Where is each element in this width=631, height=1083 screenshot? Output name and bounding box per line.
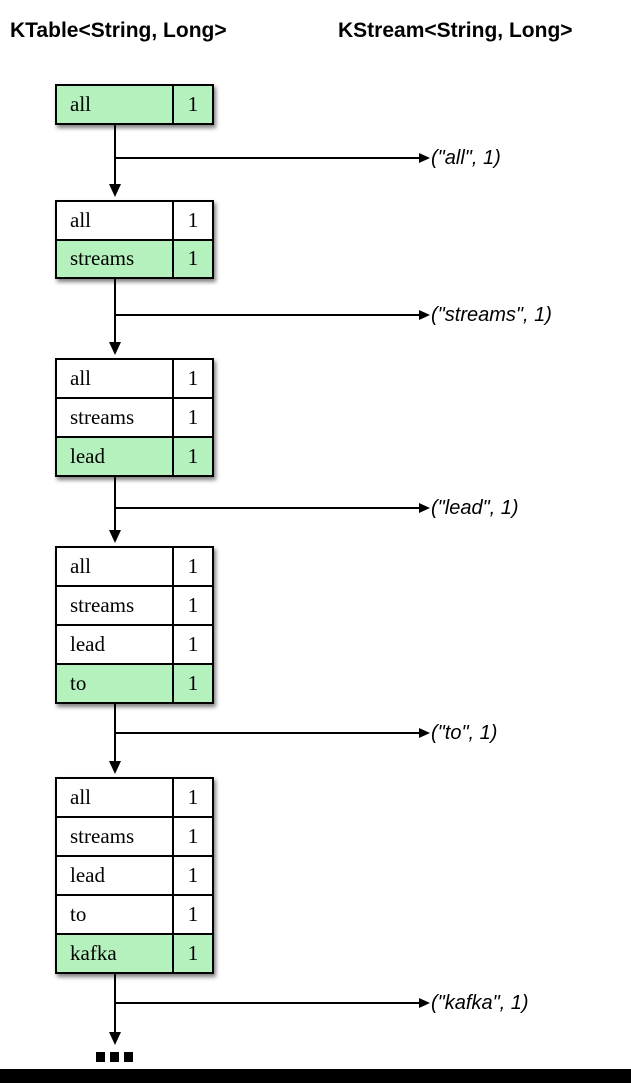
table-row: streams 1 — [57, 585, 212, 624]
stream-event-label: ("all", 1) — [431, 147, 501, 169]
table-row: lead 1 — [57, 624, 212, 663]
row-key: all — [70, 554, 91, 578]
down-arrow-line — [114, 477, 116, 530]
state-table-5: all 1 streams 1 lead 1 to 1 kafka 1 — [55, 777, 214, 974]
ellipsis-dot — [110, 1052, 119, 1062]
row-value: 1 — [172, 360, 212, 397]
table-row: streams 1 — [57, 397, 212, 436]
row-value: 1 — [172, 202, 212, 239]
row-key: streams — [70, 824, 135, 848]
right-arrow-head-icon — [419, 728, 430, 738]
row-key: streams — [70, 593, 135, 617]
row-value: 1 — [172, 665, 212, 702]
row-value: 1 — [172, 399, 212, 436]
stream-arrow-line — [115, 1002, 420, 1004]
row-value: 1 — [172, 896, 212, 933]
table-row: kafka 1 — [57, 933, 212, 972]
row-value: 1 — [172, 86, 212, 123]
right-arrow-head-icon — [419, 310, 430, 320]
table-row: all 1 — [57, 779, 212, 816]
row-key: kafka — [70, 941, 117, 965]
row-value: 1 — [172, 240, 212, 277]
stream-arrow-line — [115, 314, 420, 316]
table-row: lead 1 — [57, 855, 212, 894]
down-arrow-head-icon — [109, 1032, 121, 1045]
state-table-1: all 1 — [55, 84, 214, 125]
table-row: all 1 — [57, 548, 212, 585]
row-key: all — [70, 366, 91, 390]
row-key: lead — [70, 444, 105, 468]
right-arrow-head-icon — [419, 153, 430, 163]
table-row: all 1 — [57, 360, 212, 397]
down-arrow-head-icon — [109, 530, 121, 543]
row-key: all — [70, 92, 91, 116]
state-table-2: all 1 streams 1 — [55, 200, 214, 279]
stream-event-label: ("streams", 1) — [431, 304, 552, 326]
row-key: streams — [70, 405, 135, 429]
down-arrow-head-icon — [109, 761, 121, 774]
down-arrow-line — [114, 279, 116, 342]
row-key: all — [70, 785, 91, 809]
table-row: streams 1 — [57, 816, 212, 855]
table-row: all 1 — [57, 202, 212, 239]
row-value: 1 — [172, 818, 212, 855]
ktable-header: KTable<String, Long> — [10, 19, 227, 42]
stream-arrow-line — [115, 507, 420, 509]
table-row: to 1 — [57, 663, 212, 702]
row-value: 1 — [172, 587, 212, 624]
stream-event-label: ("kafka", 1) — [431, 992, 529, 1014]
table-row: to 1 — [57, 894, 212, 933]
down-arrow-head-icon — [109, 342, 121, 355]
ellipsis-dot — [124, 1052, 133, 1062]
table-row: streams 1 — [57, 238, 212, 277]
row-value: 1 — [172, 935, 212, 972]
stream-event-label: ("lead", 1) — [431, 497, 519, 519]
row-value: 1 — [172, 779, 212, 816]
right-arrow-head-icon — [419, 503, 430, 513]
table-row: all 1 — [57, 86, 212, 123]
state-table-4: all 1 streams 1 lead 1 to 1 — [55, 546, 214, 704]
row-key: streams — [70, 246, 135, 271]
state-table-3: all 1 streams 1 lead 1 — [55, 358, 214, 477]
bottom-bar — [0, 1069, 631, 1083]
row-key: to — [70, 671, 87, 695]
row-key: lead — [70, 632, 105, 656]
kstream-header: KStream<String, Long> — [338, 19, 573, 42]
stream-arrow-line — [115, 732, 420, 734]
row-key: to — [70, 902, 87, 926]
stream-event-label: ("to", 1) — [431, 722, 498, 744]
row-key: all — [70, 207, 91, 232]
right-arrow-head-icon — [419, 998, 430, 1008]
row-value: 1 — [172, 626, 212, 663]
down-arrow-head-icon — [109, 184, 121, 197]
down-arrow-line — [114, 125, 116, 184]
ellipsis — [96, 1052, 133, 1062]
row-key: lead — [70, 863, 105, 887]
ellipsis-dot — [96, 1052, 105, 1062]
table-row: lead 1 — [57, 436, 212, 475]
row-value: 1 — [172, 548, 212, 585]
row-value: 1 — [172, 438, 212, 475]
stream-arrow-line — [115, 157, 420, 159]
row-value: 1 — [172, 857, 212, 894]
